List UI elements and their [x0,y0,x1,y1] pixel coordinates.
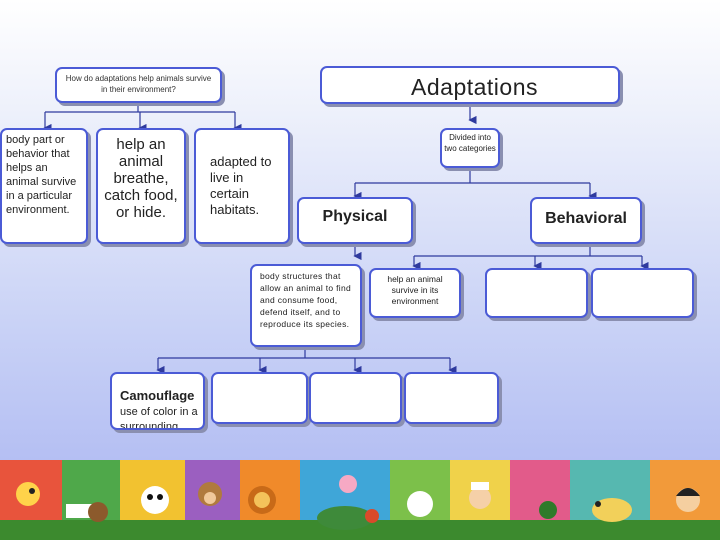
chef-icon [469,487,491,509]
camouflage-box: Camouflage use of color in a surrounding [110,372,205,430]
turtle-icon [317,506,373,530]
behavioral-label: Behavioral [545,210,627,227]
snail-icon [365,509,379,523]
physical-empty-box-3 [404,372,499,424]
physical-description-box: body structures that allow an animal to … [250,264,362,347]
definition-box: body part or behavior that helps an anim… [0,128,88,244]
physical-box: Physical [297,197,413,244]
physical-empty-box-1 [211,372,308,424]
definition-text: body part or behavior that helps an anim… [6,134,77,216]
divided-text: Divided into two categories [444,133,496,153]
physical-description-text: body structures that allow an animal to … [260,271,352,329]
behavioral-description-box: help an animal survive in its environmen… [369,268,461,318]
bird-icon [16,482,40,506]
animal-illustration-strip [0,460,720,540]
habitats-box: adapted to live in certain habitats. [194,128,290,244]
connector-behavioral-branch [414,244,642,257]
help-box: help an animal breathe, catch food, or h… [96,128,186,244]
behavioral-box: Behavioral [530,197,642,244]
physical-empty-box-2 [309,372,402,424]
goat-icon [592,498,632,522]
behavioral-empty-box-1 [485,268,588,318]
habitats-text: adapted to live in certain habitats. [210,154,272,217]
physical-label: Physical [322,208,388,225]
help-text: help an animal breathe, catch food, or h… [104,136,178,221]
question-text: How do adaptations help animals survive … [65,74,212,94]
behavioral-empty-box-2 [591,268,694,318]
camouflage-description: use of color in a surrounding [120,406,198,430]
page-title: Adaptations [411,74,538,100]
title-box: Adaptations [320,66,620,104]
snake-icon [539,501,557,519]
cow-icon [407,491,433,517]
connector-physical-bottom-branch [158,347,450,359]
connector-divided-branch [355,168,590,184]
animal-icons [16,475,700,530]
behavioral-description-text: help an animal survive in its environmen… [387,274,443,306]
panda-icon [141,486,169,514]
pig-icon [339,475,357,493]
question-box: How do adaptations help animals survive … [55,67,222,103]
cat-icon [88,502,108,522]
divided-box: Divided into two categories [440,128,500,168]
camouflage-label: Camouflage [120,388,195,403]
